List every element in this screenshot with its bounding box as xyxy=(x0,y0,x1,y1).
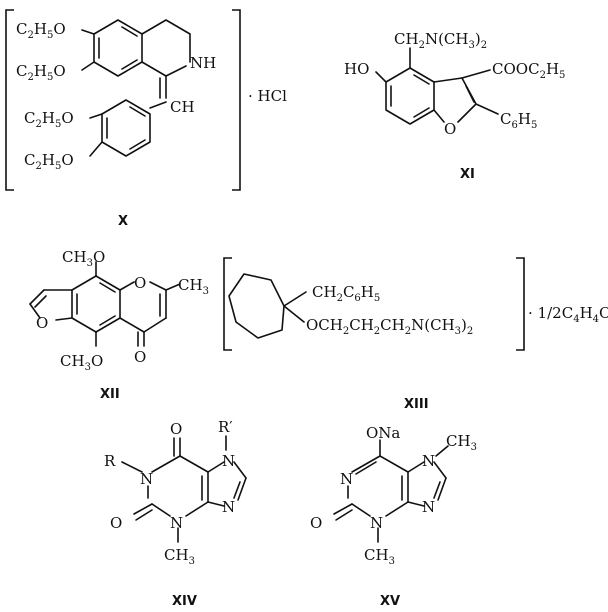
ring-xii-furan xyxy=(29,289,73,321)
xiv-label-ch3: CH3​ xyxy=(164,546,195,567)
xiii-label-benzyl: CH2​C6​H5​ xyxy=(312,283,380,304)
x-label-nh: NH xyxy=(190,54,216,72)
bracket-left-xiii xyxy=(223,257,232,351)
bracket-right-xiii xyxy=(516,257,525,351)
ring-xii-pyrone xyxy=(119,281,167,347)
ring-xiv-pyrimidine xyxy=(121,437,209,521)
xiii-label-chain: OCH2​CH2​CH2​N(CH3​)2​ xyxy=(306,316,473,337)
xi-label-o: O xyxy=(444,120,456,138)
xii-number: XII xyxy=(100,387,120,402)
xii-label-furan-o: O xyxy=(36,314,48,332)
compound-xii: CH3​O O CH3​ O CH3​O O XII xyxy=(29,248,209,402)
compound-x: C2​H5​O C2​H5​O NH CH C2​H5​O C2​H5​O · … xyxy=(5,9,287,229)
xi-label-ph: C6​H5​ xyxy=(500,110,537,131)
ring-xiv-imidazole xyxy=(207,435,247,507)
x-number: X xyxy=(118,214,128,229)
xv-number: XV xyxy=(380,594,400,609)
xv-label-n7: N xyxy=(422,452,435,470)
xii-label-ch3: CH3​ xyxy=(178,276,209,297)
xi-label-ch2nme2: CH2​N(CH3​)2​ xyxy=(394,30,487,51)
xii-label-carbonyl-o: O xyxy=(134,348,146,366)
ring-xi-furan xyxy=(433,77,477,123)
xiv-label-n3: N xyxy=(170,514,183,532)
x-label-oet-2: C2​H5​O xyxy=(16,62,66,83)
compound-xv: ONa CH3​ N N O N N CH3​ XV xyxy=(310,424,477,609)
ring-x-tetrahydro xyxy=(141,19,191,99)
bracket-left-x xyxy=(5,9,14,191)
x-label-ch: CH xyxy=(170,98,195,116)
xiv-number: XIV xyxy=(172,594,197,609)
ring-xv-imidazole xyxy=(407,445,449,507)
xiv-label-o-top: O xyxy=(170,420,182,438)
xv-label-ch3-bottom: CH3​ xyxy=(364,546,395,567)
ring-xv-pyrimidine xyxy=(333,439,409,521)
xiii-salt: · 1/2C4​H4​O2​ xyxy=(528,304,608,325)
x-salt: · HCl xyxy=(248,87,287,105)
xv-label-ch3-top: CH3​ xyxy=(446,432,477,453)
xii-label-ring-o: O xyxy=(134,274,146,292)
xiv-label-r-prime: R′ xyxy=(218,418,233,436)
xiv-label-n7: N xyxy=(222,452,235,470)
bracket-right-x xyxy=(232,9,241,191)
x-label-oet-3: C2​H5​O xyxy=(24,109,74,130)
ring-xii-benzo xyxy=(71,275,121,333)
xii-label-ome-bottom: CH3​O xyxy=(60,352,103,373)
xiii-number: XIII xyxy=(404,397,429,412)
x-label-oet-4: C2​H5​O xyxy=(24,151,74,172)
xi-label-cooet: COOC2​H5​ xyxy=(492,60,565,81)
ring-x-benzo xyxy=(93,19,143,77)
xv-label-ona: ONa xyxy=(366,424,400,442)
xi-label-ho: HO xyxy=(344,60,369,78)
xv-label-n3: N xyxy=(370,514,383,532)
compound-xiv: O R′ R N N O N N CH3​ XIV xyxy=(104,418,247,609)
x-label-oet-1: C2​H5​O xyxy=(16,20,66,41)
xv-label-n1: N xyxy=(340,470,353,488)
xi-number: XI xyxy=(460,167,475,182)
xiv-label-n9: N xyxy=(222,498,235,516)
xii-label-ome-top: CH3​O xyxy=(62,248,105,269)
xiv-label-o-bottom: O xyxy=(110,514,122,532)
xiv-label-n1: N xyxy=(140,470,153,488)
xv-label-n9: N xyxy=(422,498,435,516)
ring-x-lower xyxy=(101,99,167,157)
ring-xiii-cycloheptane xyxy=(228,273,285,339)
ring-xi-benzo xyxy=(385,67,435,125)
xv-label-o: O xyxy=(310,514,322,532)
xiv-label-r: R xyxy=(104,452,116,470)
compound-xiii: CH2​C6​H5​ OCH2​CH2​CH2​N(CH3​)2​ · 1/2C… xyxy=(223,257,608,412)
compound-xi: CH2​N(CH3​)2​ HO COOC2​H5​ O C6​H5​ XI xyxy=(344,30,565,182)
